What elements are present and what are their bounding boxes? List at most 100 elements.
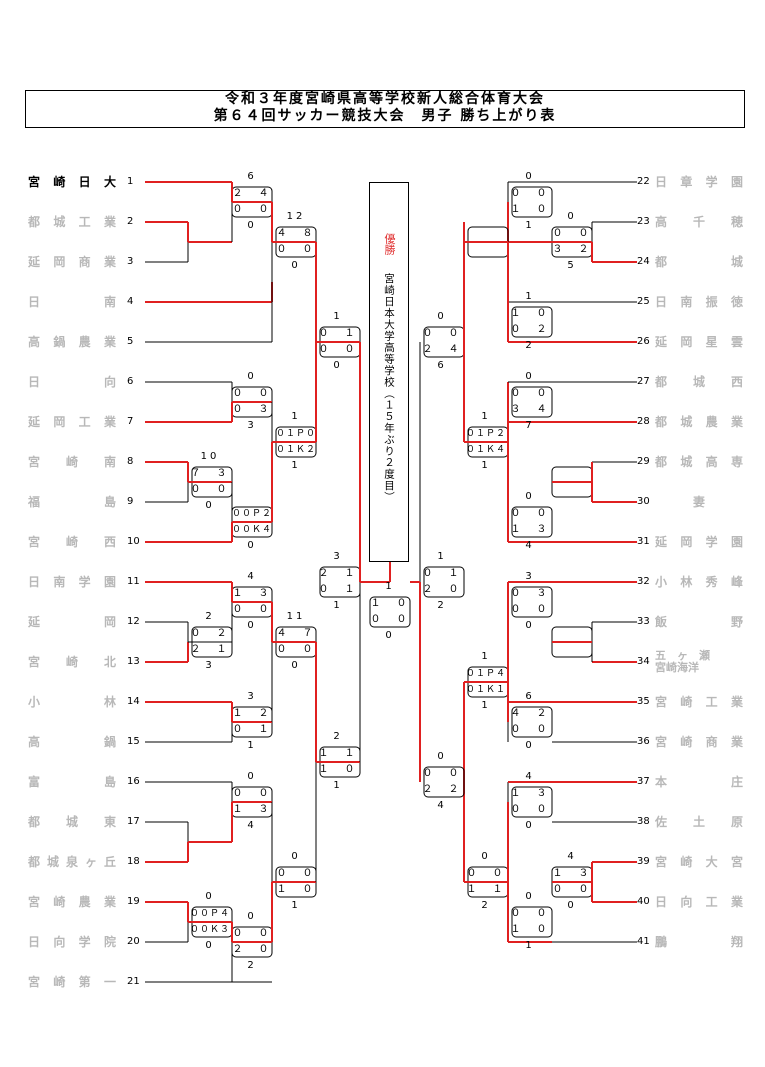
seed-number: 5 <box>127 336 134 347</box>
team-name-char: 崎 <box>65 455 78 469</box>
team-name: 都城高専 <box>655 454 743 470</box>
score-half1: ０１Ｐ２ <box>465 429 506 439</box>
team-name-char: 岡 <box>103 615 116 629</box>
team-name-char: 園 <box>103 575 116 589</box>
team-name-char: 本 <box>655 775 668 789</box>
team-name-char: 宮 <box>28 895 41 909</box>
seed-number: 40 <box>637 896 650 907</box>
team-name-char: 東 <box>103 815 116 829</box>
seed-number: 26 <box>637 336 650 347</box>
team-name-char: 延 <box>28 255 41 269</box>
team-name-char: 業 <box>103 895 116 909</box>
team-name-char: 岡 <box>53 415 66 429</box>
score-total_top: 0 <box>525 171 535 182</box>
team-name-char: 城 <box>680 415 693 429</box>
score-total_top: 0 <box>525 891 535 902</box>
team-name: 日向学院 <box>28 934 116 950</box>
team-name-char: 延 <box>655 335 668 349</box>
team-name-char: 農 <box>705 415 718 429</box>
result-box-final <box>369 596 411 628</box>
team-name-char: 日 <box>28 375 41 389</box>
score-total_top: 1 <box>525 291 535 302</box>
team-name-char: 南 <box>680 295 693 309</box>
team-name-char: 原 <box>730 815 743 829</box>
score-total_bottom: 0 <box>333 360 343 371</box>
score-total_bottom: 0 <box>205 940 215 951</box>
score-half2: ０ ０ <box>190 484 230 495</box>
team-name-char: 佐 <box>655 815 668 829</box>
score-total_bottom: 0 <box>205 500 215 511</box>
team-name-char: 業 <box>103 215 116 229</box>
team-name-char: 商 <box>705 735 718 749</box>
score-total_bottom: 0 <box>291 660 301 671</box>
score-half2: ００Ｋ４ <box>231 525 272 535</box>
seed-number: 21 <box>127 976 140 987</box>
team-name-char: 業 <box>103 335 116 349</box>
seed-number: 22 <box>637 176 650 187</box>
team-name: 日章学園 <box>655 174 743 190</box>
team-name-char: 岡 <box>680 335 693 349</box>
score-half1: １ ３ <box>552 868 592 879</box>
team-name-char: 工 <box>78 215 91 229</box>
team-name-char: 城 <box>692 375 705 389</box>
team-name: 延岡商業 <box>28 254 116 270</box>
team-name-char: 宮 <box>655 735 668 749</box>
champion-name: 宮崎日本大学高等学校（１５年ぶり２度目） <box>383 273 395 503</box>
score-half2: ０ ０ <box>276 244 316 255</box>
score-half1: ４ ８ <box>276 228 316 239</box>
score-half1: １ ０ <box>510 308 550 319</box>
score-total_bottom: 0 <box>385 630 395 641</box>
team-name-char: 崎 <box>680 695 693 709</box>
seed-number: 17 <box>127 816 140 827</box>
team-name: 宮崎工業 <box>655 694 743 710</box>
score-total_bottom: 1 <box>333 600 343 611</box>
team-name-char: 鍋 <box>53 335 66 349</box>
team-name-char: 宮 <box>28 655 41 669</box>
team-name-char: 泉 <box>65 855 78 869</box>
team-name-char: 日 <box>655 295 668 309</box>
team-name-char: 雲 <box>730 335 743 349</box>
seed-number: 27 <box>637 376 650 387</box>
score-total_top: 1 <box>333 311 343 322</box>
team-name: 延岡星雲 <box>655 334 743 350</box>
score-total_bottom: 1 <box>333 780 343 791</box>
team-name-char: 林 <box>680 575 693 589</box>
team-name: 宮崎大宮 <box>655 854 743 870</box>
result-box-r7 <box>511 506 553 538</box>
team-name-char: 都 <box>28 215 41 229</box>
seed-number: 14 <box>127 696 140 707</box>
score-total_bottom: 0 <box>247 620 257 631</box>
seed-number: 38 <box>637 816 650 827</box>
team-name: 小林秀峰 <box>655 574 743 590</box>
team-name-char: 工 <box>705 695 718 709</box>
seed-number: 10 <box>127 536 140 547</box>
score-total_bottom: 0 <box>247 220 257 231</box>
team-name-char: 崎 <box>65 655 78 669</box>
score-total_top: 2 <box>333 731 343 742</box>
score-half2: １ １ <box>466 884 506 895</box>
score-total_top: 1 <box>481 411 491 422</box>
score-half2: ０ ０ <box>232 204 272 215</box>
score-total_top: 6 <box>525 691 535 702</box>
score-total_top: 0 <box>481 851 491 862</box>
seed-number: 23 <box>637 216 650 227</box>
score-half1: ００Ｐ４ <box>189 909 230 919</box>
score-half2: ２ ０ <box>422 584 462 595</box>
team-name-char: 西 <box>730 375 743 389</box>
score-half1: ０ ０ <box>422 328 462 339</box>
team-name-char: 都 <box>655 415 668 429</box>
score-total_top: 0 <box>567 211 577 222</box>
team-name-char: 星 <box>705 335 718 349</box>
seed-number: 15 <box>127 736 140 747</box>
score-half2: １ ３ <box>510 524 550 535</box>
team-name-char: 日 <box>655 175 668 189</box>
score-total_bottom: 5 <box>567 260 577 271</box>
team-name: 延岡工業 <box>28 414 116 430</box>
score-total_bottom: 1 <box>525 220 535 231</box>
team-name-char: 業 <box>103 415 116 429</box>
team-name-char: 商 <box>78 255 91 269</box>
team-name-char: 城 <box>65 815 78 829</box>
team-name: 日向 <box>28 374 116 390</box>
result-box-r1 <box>511 186 553 218</box>
team-name-char: 北 <box>103 655 116 669</box>
